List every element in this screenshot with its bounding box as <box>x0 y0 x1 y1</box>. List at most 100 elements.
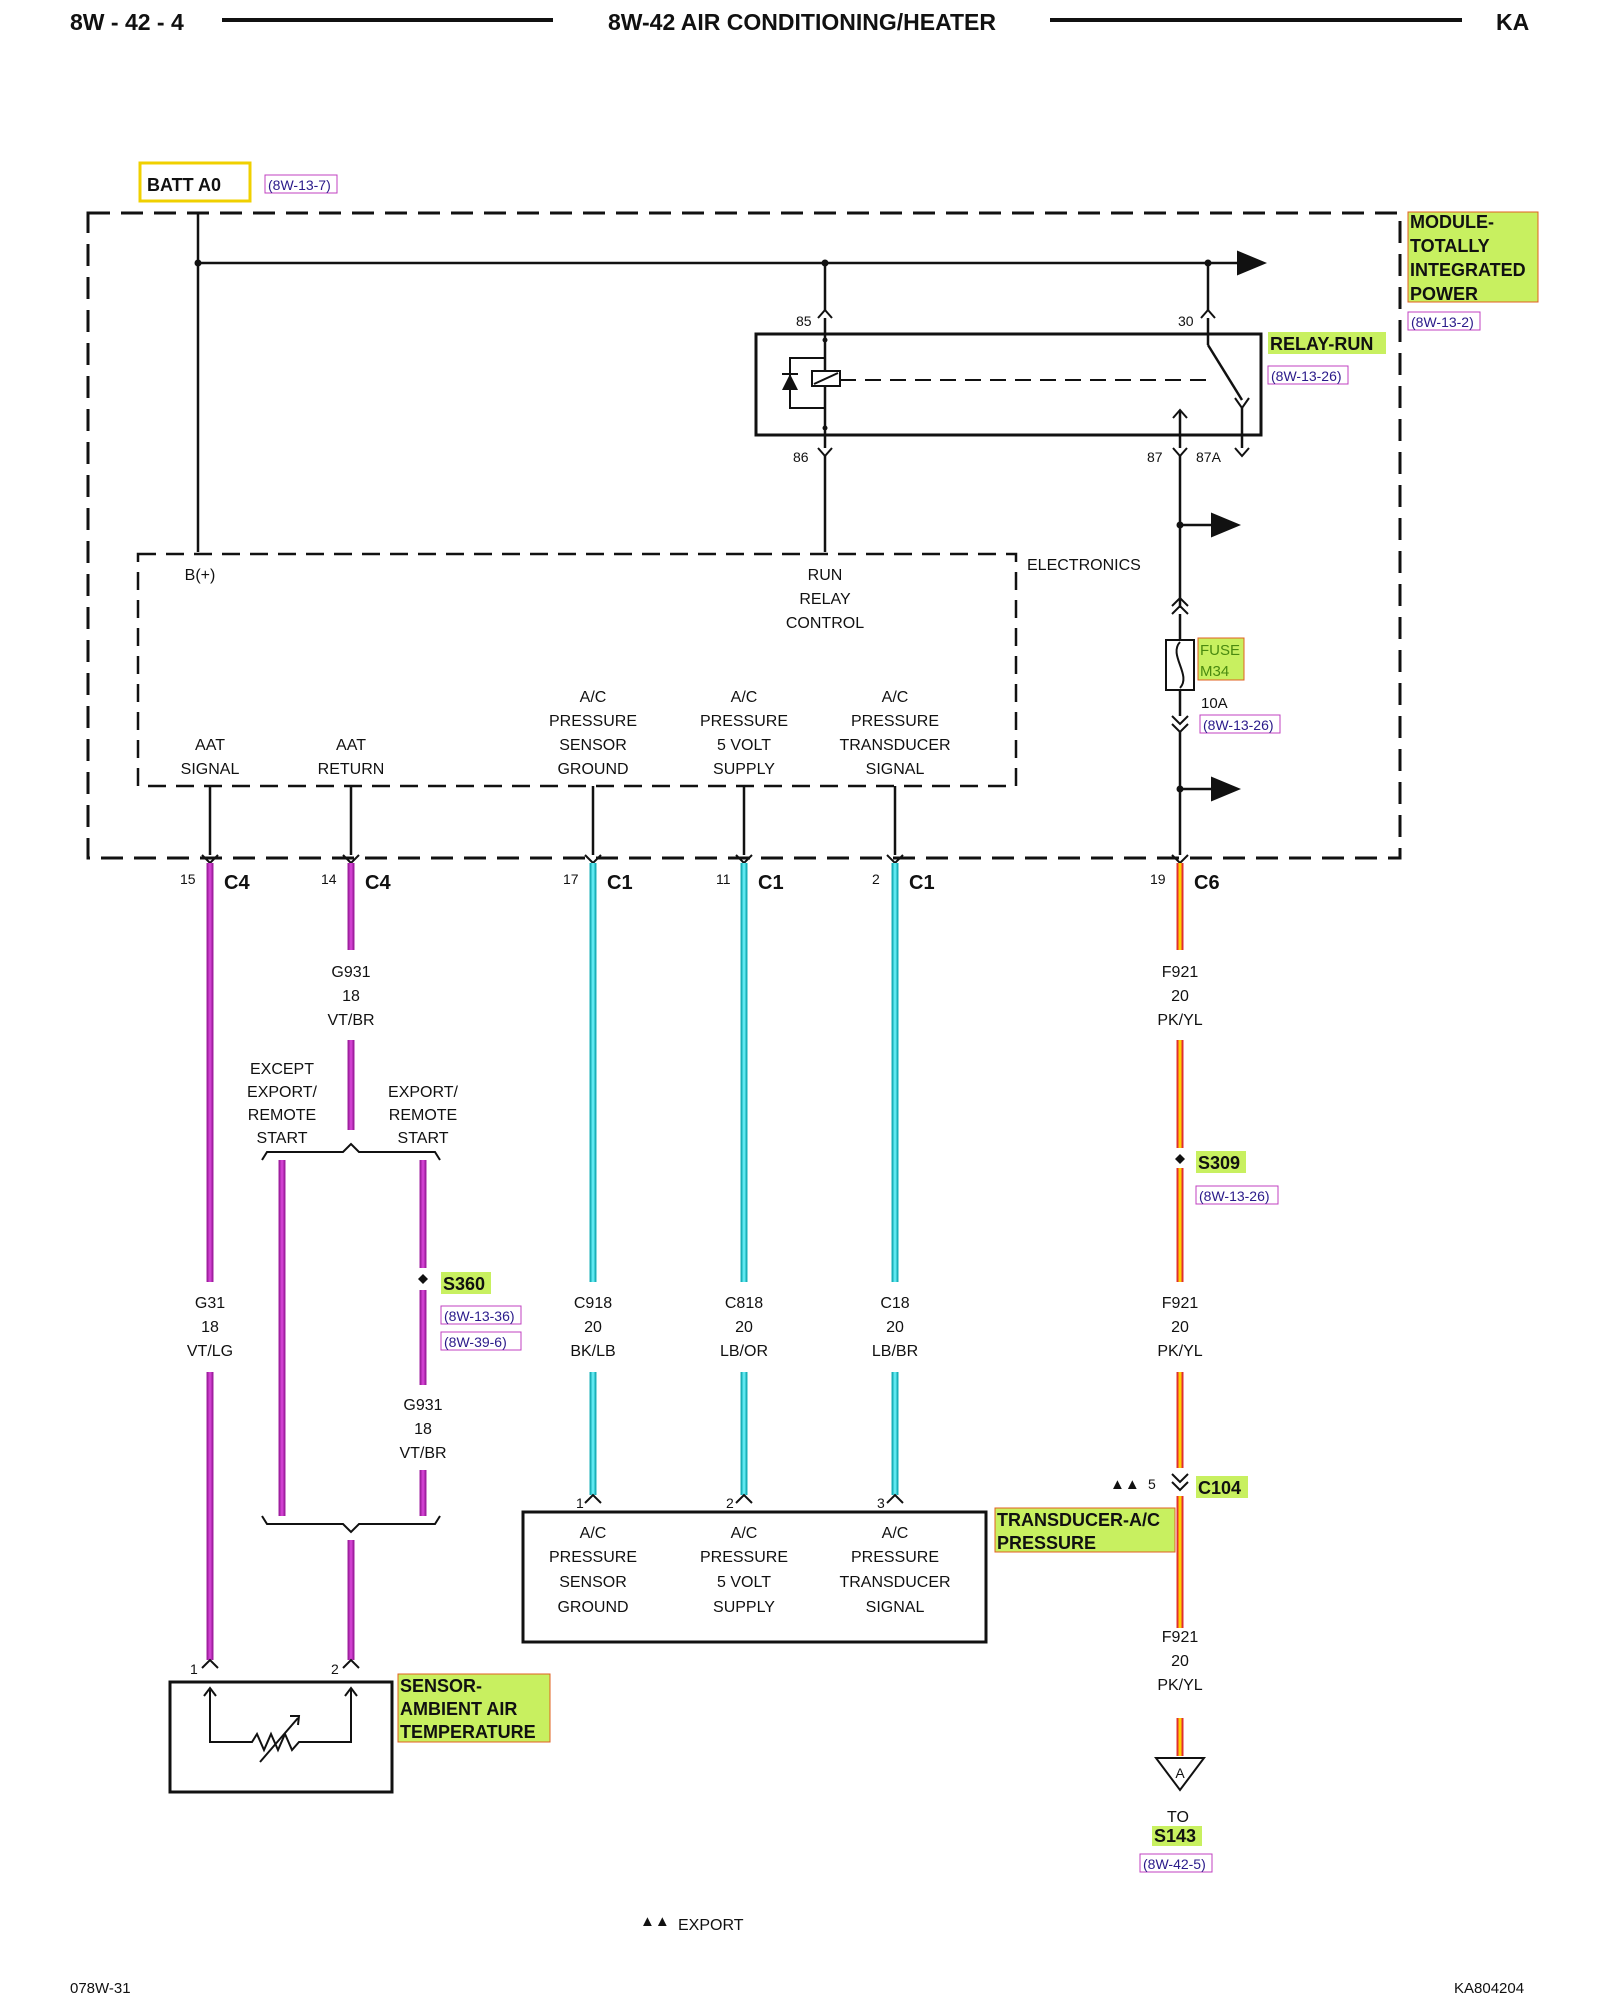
g931-top-code: G931 <box>331 964 370 981</box>
f921-b-gauge: 20 <box>1171 1319 1189 1336</box>
export-legend-text: EXPORT <box>678 1917 744 1934</box>
export-l2: REMOTE <box>389 1107 457 1124</box>
relay-dot-1 <box>822 337 828 343</box>
batt-label[interactable]: BATT A0 <box>147 175 221 195</box>
transducer-supply-l1: A/C <box>731 1525 758 1542</box>
transducer-pin-3: 3 <box>877 1495 885 1511</box>
conn-1-name[interactable]: C4 <box>224 872 250 894</box>
s143-ref-link[interactable]: (8W-42-5) <box>1143 1856 1206 1872</box>
s360-ref2-link[interactable]: (8W-39-6) <box>444 1334 507 1350</box>
fuse-ref-link[interactable]: (8W-13-26) <box>1203 717 1274 733</box>
except-export-l1: EXCEPT <box>250 1061 314 1078</box>
relay-pin-30: 30 <box>1178 313 1194 329</box>
conn-4-name[interactable]: C1 <box>758 872 784 894</box>
c818-code: C818 <box>725 1295 763 1312</box>
transducer-ac-pressure-box[interactable] <box>521 1510 988 1644</box>
tipm-name-line3[interactable]: INTEGRATED <box>1410 260 1526 280</box>
conn-4-pin: 11 <box>716 871 731 887</box>
option-brace-top <box>261 1142 441 1161</box>
tipm-ref-box <box>1407 311 1481 331</box>
sensor-name-highlight <box>397 1673 551 1743</box>
aat-return-l2: RETURN <box>318 761 385 778</box>
ac-sensor-ground-l4: GROUND <box>557 761 628 778</box>
f921-c-code: F921 <box>1162 1629 1199 1646</box>
sensor-name-line2[interactable]: AMBIENT AIR <box>400 1699 517 1719</box>
option-brace-bottom <box>261 1515 441 1534</box>
except-export-l4: START <box>257 1130 308 1147</box>
fuse-name-line1[interactable]: FUSE <box>1200 642 1240 659</box>
footer-left-code: 078W-31 <box>70 1980 131 1997</box>
transducer-supply-l2: PRESSURE <box>700 1549 788 1566</box>
s309-ref-link[interactable]: (8W-13-26) <box>1199 1188 1270 1204</box>
conn-2-pin: 14 <box>321 871 337 887</box>
g931-bottom-gauge: 18 <box>414 1421 432 1438</box>
ac-5v-supply-l4: SUPPLY <box>713 761 775 778</box>
tipm-name-line4[interactable]: POWER <box>1410 284 1478 304</box>
s360-splice-icon <box>418 1274 428 1284</box>
ac-5v-supply-l1: A/C <box>731 689 758 706</box>
fuse-rating: 10A <box>1201 695 1228 712</box>
transducer-pin2-symbol <box>735 1493 753 1504</box>
ac-transducer-signal-l3: TRANSDUCER <box>839 737 950 754</box>
sensor-name-line1[interactable]: SENSOR- <box>400 1676 482 1696</box>
s309-highlight <box>1196 1151 1246 1173</box>
g31-gauge: 18 <box>201 1319 219 1336</box>
relay-name[interactable]: RELAY-RUN <box>1270 334 1373 354</box>
transducer-pin-1: 1 <box>576 1495 584 1511</box>
run-relay-control-l2: RELAY <box>799 591 851 608</box>
relay-pin-87: 87 <box>1147 449 1163 465</box>
c918-gauge: 20 <box>584 1319 602 1336</box>
relay-pin-86: 86 <box>793 449 809 465</box>
transducer-name-line1[interactable]: TRANSDUCER-A/C <box>997 1510 1160 1530</box>
sensor-name-line3[interactable]: TEMPERATURE <box>400 1722 536 1742</box>
transducer-signal-l1: A/C <box>882 1525 909 1542</box>
conn-5-name[interactable]: C1 <box>909 872 935 894</box>
page-number: 8W - 42 - 4 <box>70 9 184 35</box>
relay-ref-link[interactable]: (8W-13-26) <box>1271 368 1342 384</box>
conn-2-name[interactable]: C4 <box>365 872 391 894</box>
ac-sensor-ground-l3: SENSOR <box>559 737 627 754</box>
s360-ref2-box <box>440 1331 522 1351</box>
sensor-pin-2: 2 <box>331 1661 339 1677</box>
conn-6-name[interactable]: C6 <box>1194 872 1220 894</box>
relay-pin-85: 85 <box>796 313 812 329</box>
batt-ref-link[interactable]: (8W-13-7) <box>268 177 331 193</box>
s360-name[interactable]: S360 <box>443 1274 485 1294</box>
s360-highlight <box>441 1272 491 1294</box>
transducer-name-line2[interactable]: PRESSURE <box>997 1533 1096 1553</box>
s143-name[interactable]: S143 <box>1154 1826 1196 1846</box>
s143-highlight <box>1152 1826 1202 1846</box>
thermistor-arrow-head <box>290 1715 301 1726</box>
c104-pin: 5 <box>1148 1476 1156 1492</box>
fuse-name-line2[interactable]: M34 <box>1200 663 1229 680</box>
batt-box <box>138 161 252 203</box>
g931-top-gauge: 18 <box>342 988 360 1005</box>
relay-ref-box <box>1267 365 1349 385</box>
f921-a-color: PK/YL <box>1157 1012 1202 1029</box>
s360-ref1-link[interactable]: (8W-13-36) <box>444 1308 515 1324</box>
thermistor-icon <box>209 1690 352 1753</box>
sensor-pin-1: 1 <box>190 1661 198 1677</box>
transducer-ground-l4: GROUND <box>557 1599 628 1616</box>
ac-transducer-signal-l2: PRESSURE <box>851 713 939 730</box>
transducer-ground-l1: A/C <box>580 1525 607 1542</box>
transducer-pin-2: 2 <box>726 1495 734 1511</box>
s309-splice-icon <box>1175 1154 1185 1164</box>
tipm-name-line1[interactable]: MODULE- <box>1410 212 1494 232</box>
relay-name-highlight <box>1268 332 1386 354</box>
sensor-pin1-symbol <box>201 1658 219 1669</box>
relay-dot-2 <box>822 425 828 431</box>
transducer-pin1-symbol <box>584 1493 602 1504</box>
transducer-name-highlight <box>994 1507 1176 1553</box>
conn-6-pin: 19 <box>1150 871 1166 887</box>
tipm-name-line2[interactable]: TOTALLY <box>1410 236 1490 256</box>
ac-5v-supply-l2: PRESSURE <box>700 713 788 730</box>
conn-3-name[interactable]: C1 <box>607 872 633 894</box>
electronics-outline <box>136 552 1018 788</box>
offpage-connector-icon[interactable] <box>1154 1757 1206 1792</box>
tipm-ref-link[interactable]: (8W-13-2) <box>1411 314 1474 330</box>
fuse-top-connector <box>1171 596 1189 615</box>
c104-name[interactable]: C104 <box>1198 1478 1241 1498</box>
transducer-signal-l4: SIGNAL <box>866 1599 925 1616</box>
s309-name[interactable]: S309 <box>1198 1153 1240 1173</box>
